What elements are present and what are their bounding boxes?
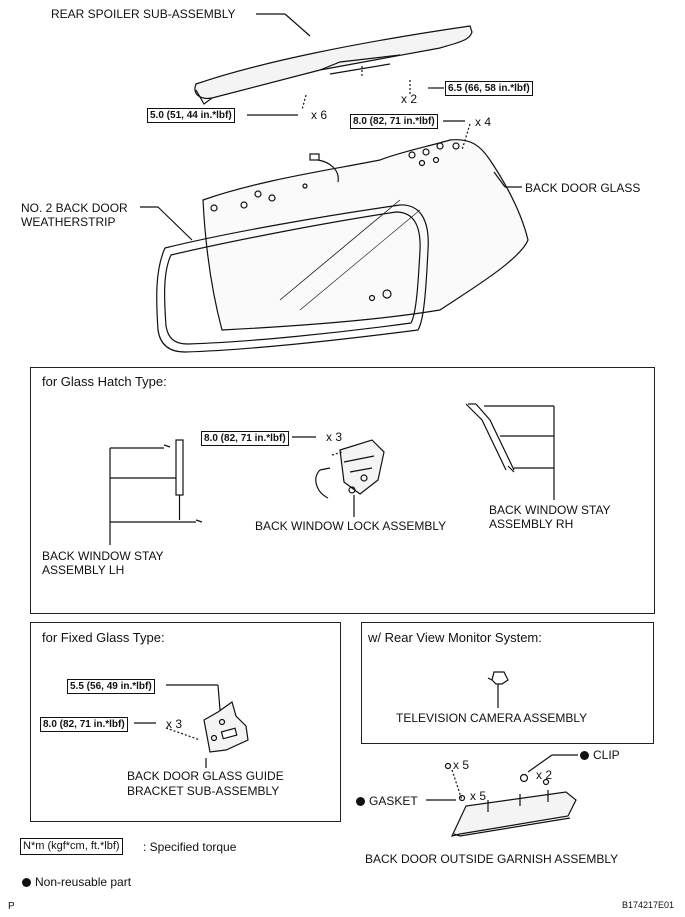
label-weatherstrip-line1: NO. 2 BACK DOOR [21, 201, 128, 215]
label-stay-rh-line2: ASSEMBLY RH [489, 517, 574, 531]
count-x5-b: x 5 [470, 789, 487, 803]
label-guide-bracket-line2: BRACKET SUB-ASSEMBLY [127, 784, 280, 798]
count-x5-a: x 5 [453, 758, 470, 772]
count-x6: x 6 [311, 108, 328, 122]
label-tv-camera: TELEVISION CAMERA ASSEMBLY [396, 711, 588, 725]
label-back-door-glass: BACK DOOR GLASS [525, 181, 641, 195]
count-x3-fixed: x 3 [166, 717, 183, 731]
label-clip: CLIP [580, 748, 620, 762]
label-stay-lh-line2: ASSEMBLY LH [42, 563, 125, 577]
stay-rh-shape [465, 403, 515, 473]
section-title-fixed-glass: for Fixed Glass Type: [42, 630, 165, 645]
non-reusable-dot-icon [356, 797, 365, 806]
figure-code: B174217E01 [622, 900, 675, 910]
label-guide-bracket-line1: BACK DOOR GLASS GUIDE [127, 769, 284, 783]
rear-spoiler-shape [194, 25, 473, 105]
label-back-window-lock: BACK WINDOW LOCK ASSEMBLY [255, 519, 447, 533]
stay-lh-shape [163, 439, 203, 523]
label-stay-rh-line1: BACK WINDOW STAY [489, 503, 611, 517]
legend-non-reusable: Non-reusable part [22, 875, 131, 889]
section-rear-view [361, 622, 654, 744]
section-glass-hatch [30, 367, 655, 614]
non-reusable-dot-icon [580, 751, 589, 760]
legend-unit-box: N*m (kgf*cm, ft.*lbf) [20, 838, 123, 855]
torque-8-0-hatch: 8.0 (82, 71 in.*lbf) [201, 431, 289, 446]
count-x2-clip: x 2 [536, 768, 553, 782]
count-x3-hatch: x 3 [326, 430, 343, 444]
label-gasket: GASKET [356, 794, 418, 808]
clip-text: CLIP [593, 748, 620, 762]
label-garnish: BACK DOOR OUTSIDE GARNISH ASSEMBLY [365, 852, 619, 866]
label-weatherstrip-line2: WEATHERSTRIP [21, 215, 116, 229]
section-fixed-glass [30, 622, 341, 822]
weatherstrip-shape [156, 204, 429, 353]
legend-non-reusable-text: Non-reusable part [35, 875, 132, 889]
guide-bracket-shape [203, 701, 249, 753]
back-window-lock-shape [315, 439, 385, 499]
section-title-glass-hatch: for Glass Hatch Type: [42, 374, 167, 389]
torque-6-5: 6.5 (66, 58 in.*lbf) [445, 81, 533, 96]
garnish-shape [444, 762, 577, 837]
tv-camera-shape [487, 671, 509, 694]
torque-8-0-fixed: 8.0 (82, 71 in.*lbf) [40, 717, 128, 732]
gasket-text: GASKET [369, 794, 418, 808]
torque-5-0: 5.0 (51, 44 in.*lbf) [147, 108, 235, 123]
torque-8-0-top: 8.0 (82, 71 in.*lbf) [350, 114, 438, 129]
back-door-glass-shape [202, 139, 529, 331]
footer-left: P [8, 901, 15, 912]
legend-unit-text: : Specified torque [143, 840, 237, 854]
section-title-rear-view: w/ Rear View Monitor System: [368, 630, 542, 645]
label-stay-lh-line1: BACK WINDOW STAY [42, 549, 164, 563]
count-x2-spoiler: x 2 [401, 92, 418, 106]
label-rear-spoiler: REAR SPOILER SUB-ASSEMBLY [51, 7, 236, 21]
count-x4: x 4 [475, 115, 492, 129]
non-reusable-dot-icon [22, 878, 31, 887]
torque-5-5: 5.5 (56, 49 in.*lbf) [67, 679, 155, 694]
